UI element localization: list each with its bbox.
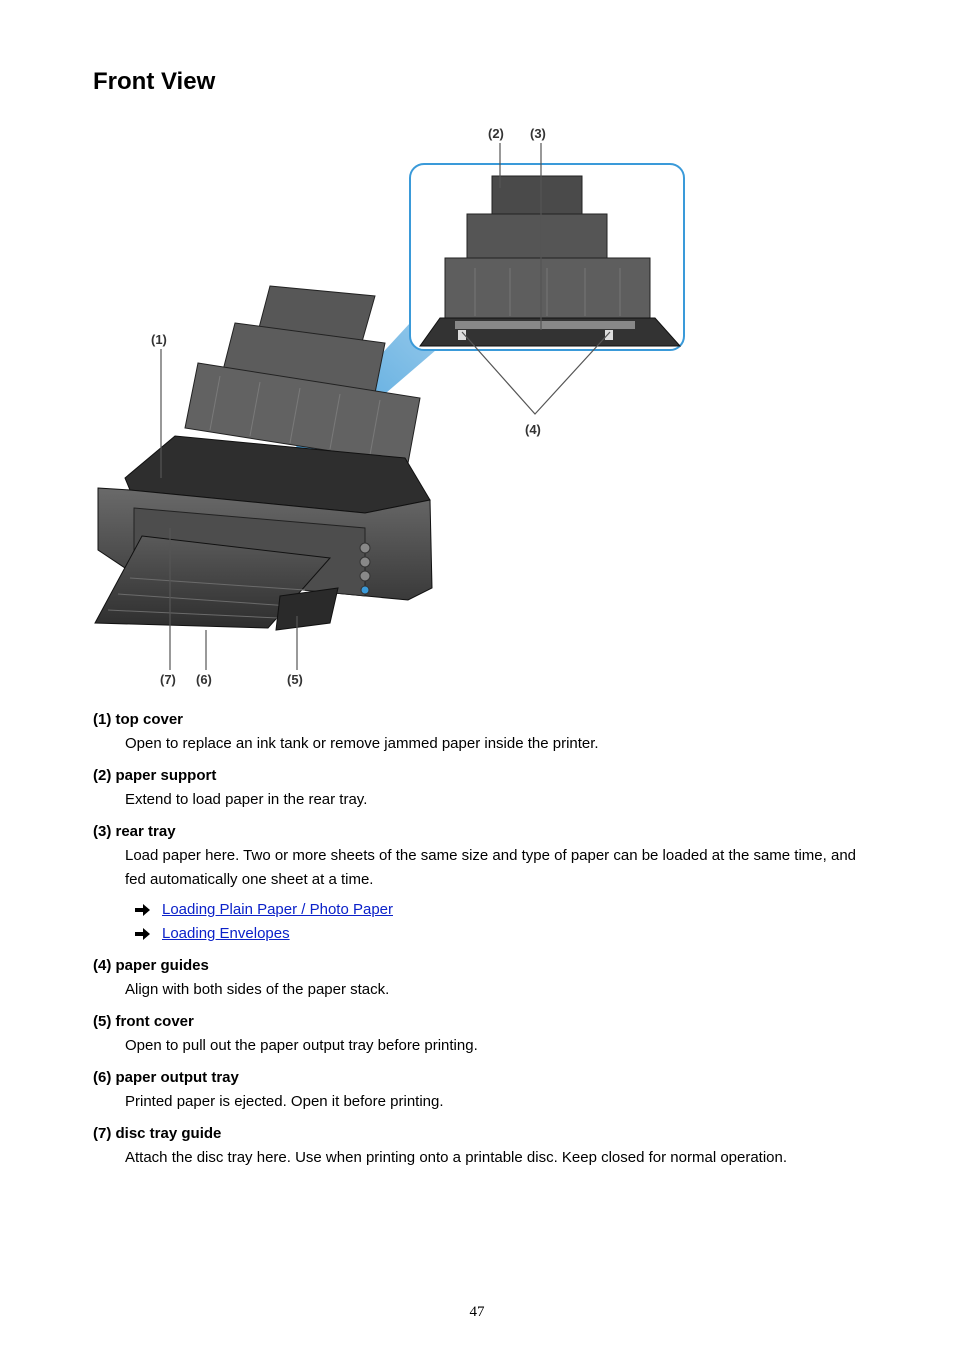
part-paper-guides: (4) paper guides Align with both sides o… (93, 954, 873, 1002)
callout-4: (4) (525, 422, 541, 437)
part-title: (1) top cover (93, 711, 184, 728)
arrow-right-icon (135, 928, 150, 940)
part-rear-tray: (3) rear tray Load paper here. Two or mo… (93, 820, 873, 946)
part-disc-tray-guide: (7) disc tray guide Attach the disc tray… (93, 1122, 873, 1170)
part-title: (5) front cover (93, 1013, 194, 1030)
link-row: Loading Envelopes (135, 922, 873, 946)
front-cover (275, 587, 339, 631)
part-top-cover: (1) top cover Open to replace an ink tan… (93, 708, 873, 756)
part-title: (2) paper support (93, 767, 217, 784)
callout-1: (1) (151, 332, 167, 347)
part-description: Load paper here. Two or more sheets of t… (125, 847, 857, 888)
part-title: (6) paper output tray (93, 1069, 239, 1086)
page-number: 47 (469, 1304, 485, 1320)
part-description: Attach the disc tray here. Use when prin… (125, 1149, 788, 1166)
part-description: Extend to load paper in the rear tray. (125, 791, 368, 808)
callout-2: (2) (488, 126, 504, 141)
page-title: Front View (93, 68, 216, 95)
callout-5: (5) (287, 672, 303, 687)
callout-7: (7) (160, 672, 176, 687)
control-panel (359, 542, 371, 595)
printer-front-view-figure: (1) (2) (3) (4) (5) (6) (7) (90, 118, 690, 693)
part-description: Align with both sides of the paper stack… (125, 981, 390, 998)
callout-3: (3) (530, 126, 546, 141)
part-paper-support: (2) paper support Extend to load paper i… (93, 764, 873, 812)
parts-list: (1) top cover Open to replace an ink tan… (93, 708, 873, 1178)
leader-lines (160, 143, 611, 670)
link-loading-plain-paper[interactable]: Loading Plain Paper / Photo Paper (162, 901, 393, 918)
related-links: Loading Plain Paper / Photo Paper Loadin… (135, 898, 873, 946)
detail-inset (409, 163, 685, 351)
callout-6: (6) (196, 672, 212, 687)
part-front-cover: (5) front cover Open to pull out the pap… (93, 1010, 873, 1058)
arrow-right-icon (135, 904, 150, 916)
part-description: Printed paper is ejected. Open it before… (125, 1093, 444, 1110)
part-title: (7) disc tray guide (93, 1125, 222, 1142)
part-description: Open to pull out the paper output tray b… (125, 1037, 478, 1054)
link-loading-envelopes[interactable]: Loading Envelopes (162, 925, 290, 942)
part-title: (3) rear tray (93, 823, 176, 840)
link-row: Loading Plain Paper / Photo Paper (135, 898, 873, 922)
part-description: Open to replace an ink tank or remove ja… (125, 735, 599, 752)
part-paper-output-tray: (6) paper output tray Printed paper is e… (93, 1066, 873, 1114)
printer-illustration: (1) (2) (3) (4) (5) (6) (7) (94, 126, 685, 687)
part-title: (4) paper guides (93, 957, 209, 974)
